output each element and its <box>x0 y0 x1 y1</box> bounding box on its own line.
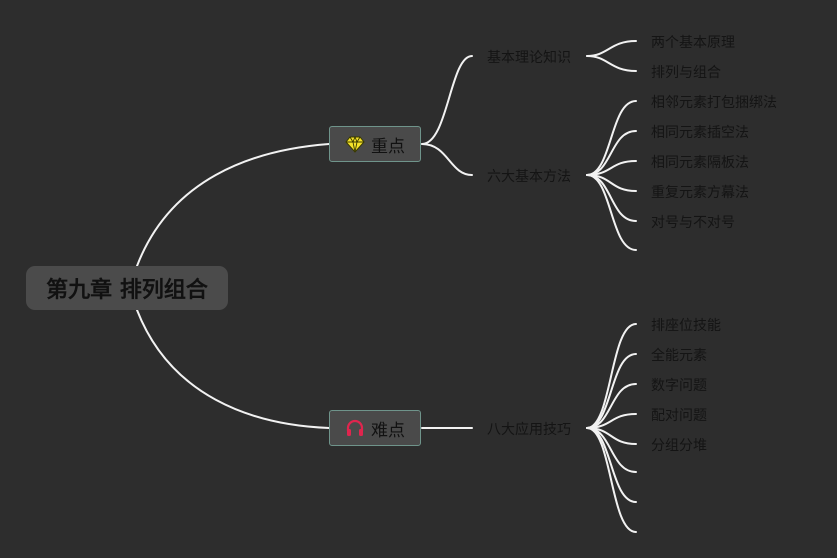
connector-bada-to-item-1 <box>586 323 637 429</box>
connector-bada-to-item-8 <box>586 427 637 533</box>
connector-jiben-to-item-1 <box>586 40 637 57</box>
leaf-item[interactable]: 数字问题 <box>651 378 707 394</box>
connector-bada-to-item-7 <box>586 427 637 503</box>
leaf-item[interactable]: 分组分堆 <box>651 438 707 454</box>
leaf-item[interactable]: 对号与不对号 <box>651 215 735 231</box>
connector-jiben-to-item-2 <box>586 55 637 72</box>
leaf-item[interactable]: 相同元素插空法 <box>651 125 749 141</box>
leaf-item[interactable]: 排座位技能 <box>651 318 721 334</box>
topic-zhongdian[interactable]: 重点 <box>329 126 421 162</box>
leaf-item[interactable]: 两个基本原理 <box>651 35 735 51</box>
topic-label: 难点 <box>371 420 405 441</box>
leaf-item[interactable]: 全能元素 <box>651 348 707 364</box>
connector-liuda-to-item-6 <box>586 174 637 251</box>
leaf-item[interactable]: 相同元素隔板法 <box>651 155 749 171</box>
root-node[interactable]: 第九章 排列组合 <box>26 266 228 310</box>
connector-root-to-nandian <box>136 309 330 429</box>
connector-bada-to-item-2 <box>586 353 637 429</box>
connector-zhongdian-to-jiben <box>421 55 473 145</box>
leaf-item[interactable]: 相邻元素打包捆绑法 <box>651 95 777 111</box>
subtopic-liuda[interactable]: 六大基本方法 <box>487 169 571 185</box>
topic-nandian[interactable]: 难点 <box>329 410 421 446</box>
connector-liuda-to-item-1 <box>586 100 637 176</box>
root-label: 第九章 排列组合 <box>46 278 208 303</box>
leaf-item[interactable]: 重复元素方幕法 <box>651 185 749 201</box>
subtopic-jiben[interactable]: 基本理论知识 <box>487 50 571 66</box>
connector-zhongdian-to-liuda <box>421 143 473 176</box>
topic-label: 重点 <box>371 136 405 157</box>
leaf-item[interactable]: 配对问题 <box>651 408 707 424</box>
leaf-item[interactable]: 排列与组合 <box>651 65 721 81</box>
headphones-icon <box>345 418 365 438</box>
diamond-icon <box>345 134 365 154</box>
subtopic-bada[interactable]: 八大应用技巧 <box>487 422 571 438</box>
connector-root-to-zhongdian <box>136 143 330 267</box>
